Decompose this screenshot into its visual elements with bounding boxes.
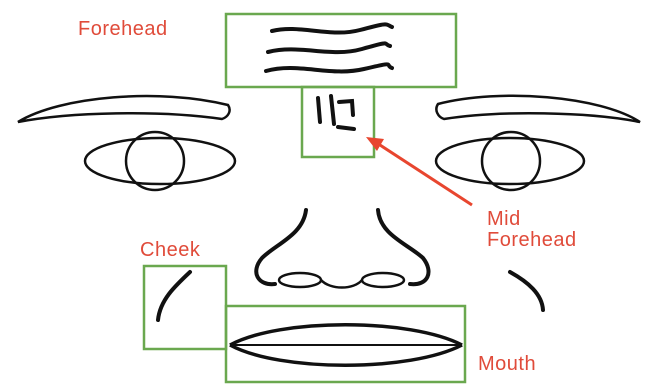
right-eye (436, 132, 584, 190)
frown-lines (318, 96, 354, 129)
frown-line-right (339, 101, 353, 115)
mid-forehead-box (302, 87, 374, 157)
frown-line-left (318, 98, 320, 122)
right-eyebrow (436, 96, 640, 122)
right-nostril (362, 273, 404, 287)
frown-line-bottom (338, 127, 354, 129)
arrow-shaft (380, 145, 472, 205)
left-eyebrow (18, 96, 230, 122)
forehead-wrinkles (266, 24, 392, 71)
mid-forehead-label: Mid Forehead (487, 209, 577, 251)
mouth-label: Mouth (478, 354, 536, 375)
right-eye-outline (436, 138, 584, 184)
nostrils (279, 273, 404, 288)
left-eye-iris (126, 132, 184, 190)
left-nostril (279, 273, 321, 287)
mid-forehead-arrow (366, 137, 472, 205)
wrinkle-line-1 (272, 24, 392, 32)
right-eye-iris (482, 132, 540, 190)
wrinkle-line-2 (268, 43, 390, 52)
lower-lip (230, 345, 462, 365)
forehead-label: Forehead (78, 19, 168, 40)
wrinkle-line-3 (266, 64, 392, 71)
cheek-label: Cheek (140, 240, 200, 261)
mouth-lips (230, 325, 462, 366)
frown-line-mid (331, 96, 334, 124)
nose-bridge-bottom (321, 280, 362, 288)
left-eye (85, 132, 235, 190)
upper-lip (230, 325, 462, 345)
left-cheek-line (158, 272, 190, 320)
nose (256, 210, 428, 284)
right-cheek-line (510, 272, 543, 310)
left-eye-outline (85, 138, 235, 184)
